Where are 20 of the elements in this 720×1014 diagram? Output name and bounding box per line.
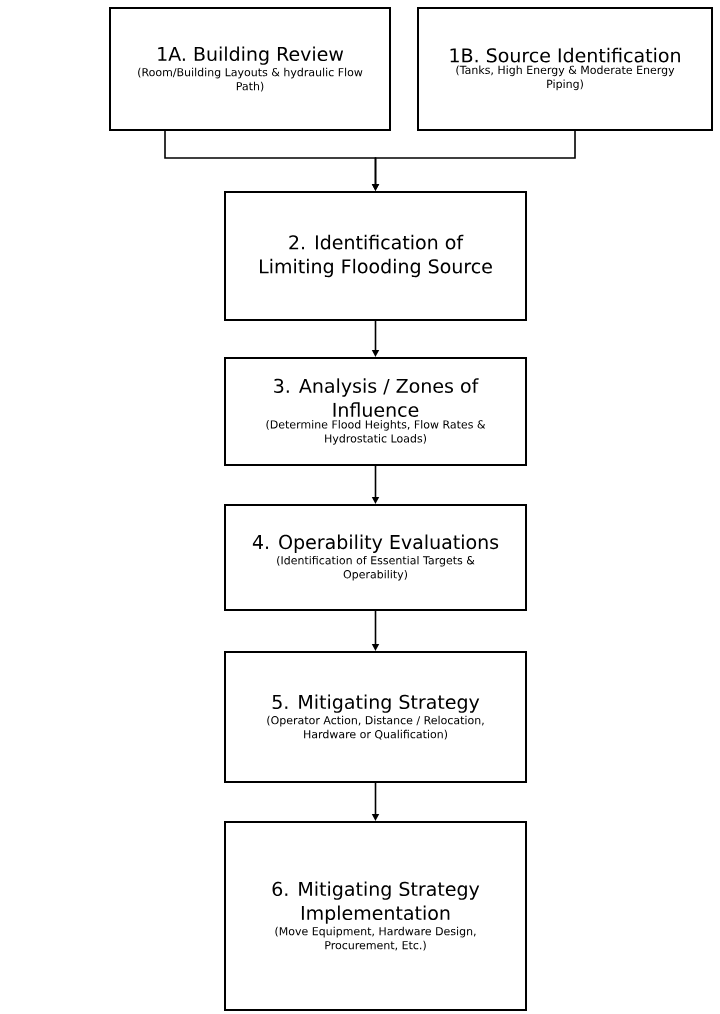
step-description: (Operator Action, Distance / Relocation, Hardware or Qualification) xyxy=(267,715,484,740)
process-box xyxy=(224,821,527,1011)
step-description: (Identification of Essential Targets & Operability) xyxy=(277,555,475,581)
step-title: 1A. Building Review xyxy=(158,46,344,65)
step-description: (Room/Building Layouts & hydraulic Flow Path) xyxy=(138,67,363,92)
step-description: (Tanks, High Energy & Moderate Energy Piping) xyxy=(456,65,675,91)
step-title: 1B. Source Identification xyxy=(450,47,680,63)
step-title: 4. Operability Evaluations xyxy=(252,534,499,553)
step-title: 6. Mitigating Strategy Implementation xyxy=(272,881,480,924)
step-title: 3. Analysis / Zones of Influence xyxy=(274,378,479,418)
process-box xyxy=(224,651,527,783)
process-box xyxy=(224,191,527,321)
step-description: (Move Equipment, Hardware Design, Procurement, Etc.) xyxy=(275,926,476,951)
step-title: 5. Mitigating Strategy xyxy=(272,694,480,713)
step-description: (Determine Flood Heights, Flow Rates & Hydrostatic Loads) xyxy=(266,420,486,445)
process-box xyxy=(224,504,527,611)
process-box xyxy=(109,7,391,131)
step-title: 2. Identification of Limiting Flooding Source xyxy=(260,234,492,278)
process-box xyxy=(417,7,713,131)
process-box xyxy=(224,357,527,466)
